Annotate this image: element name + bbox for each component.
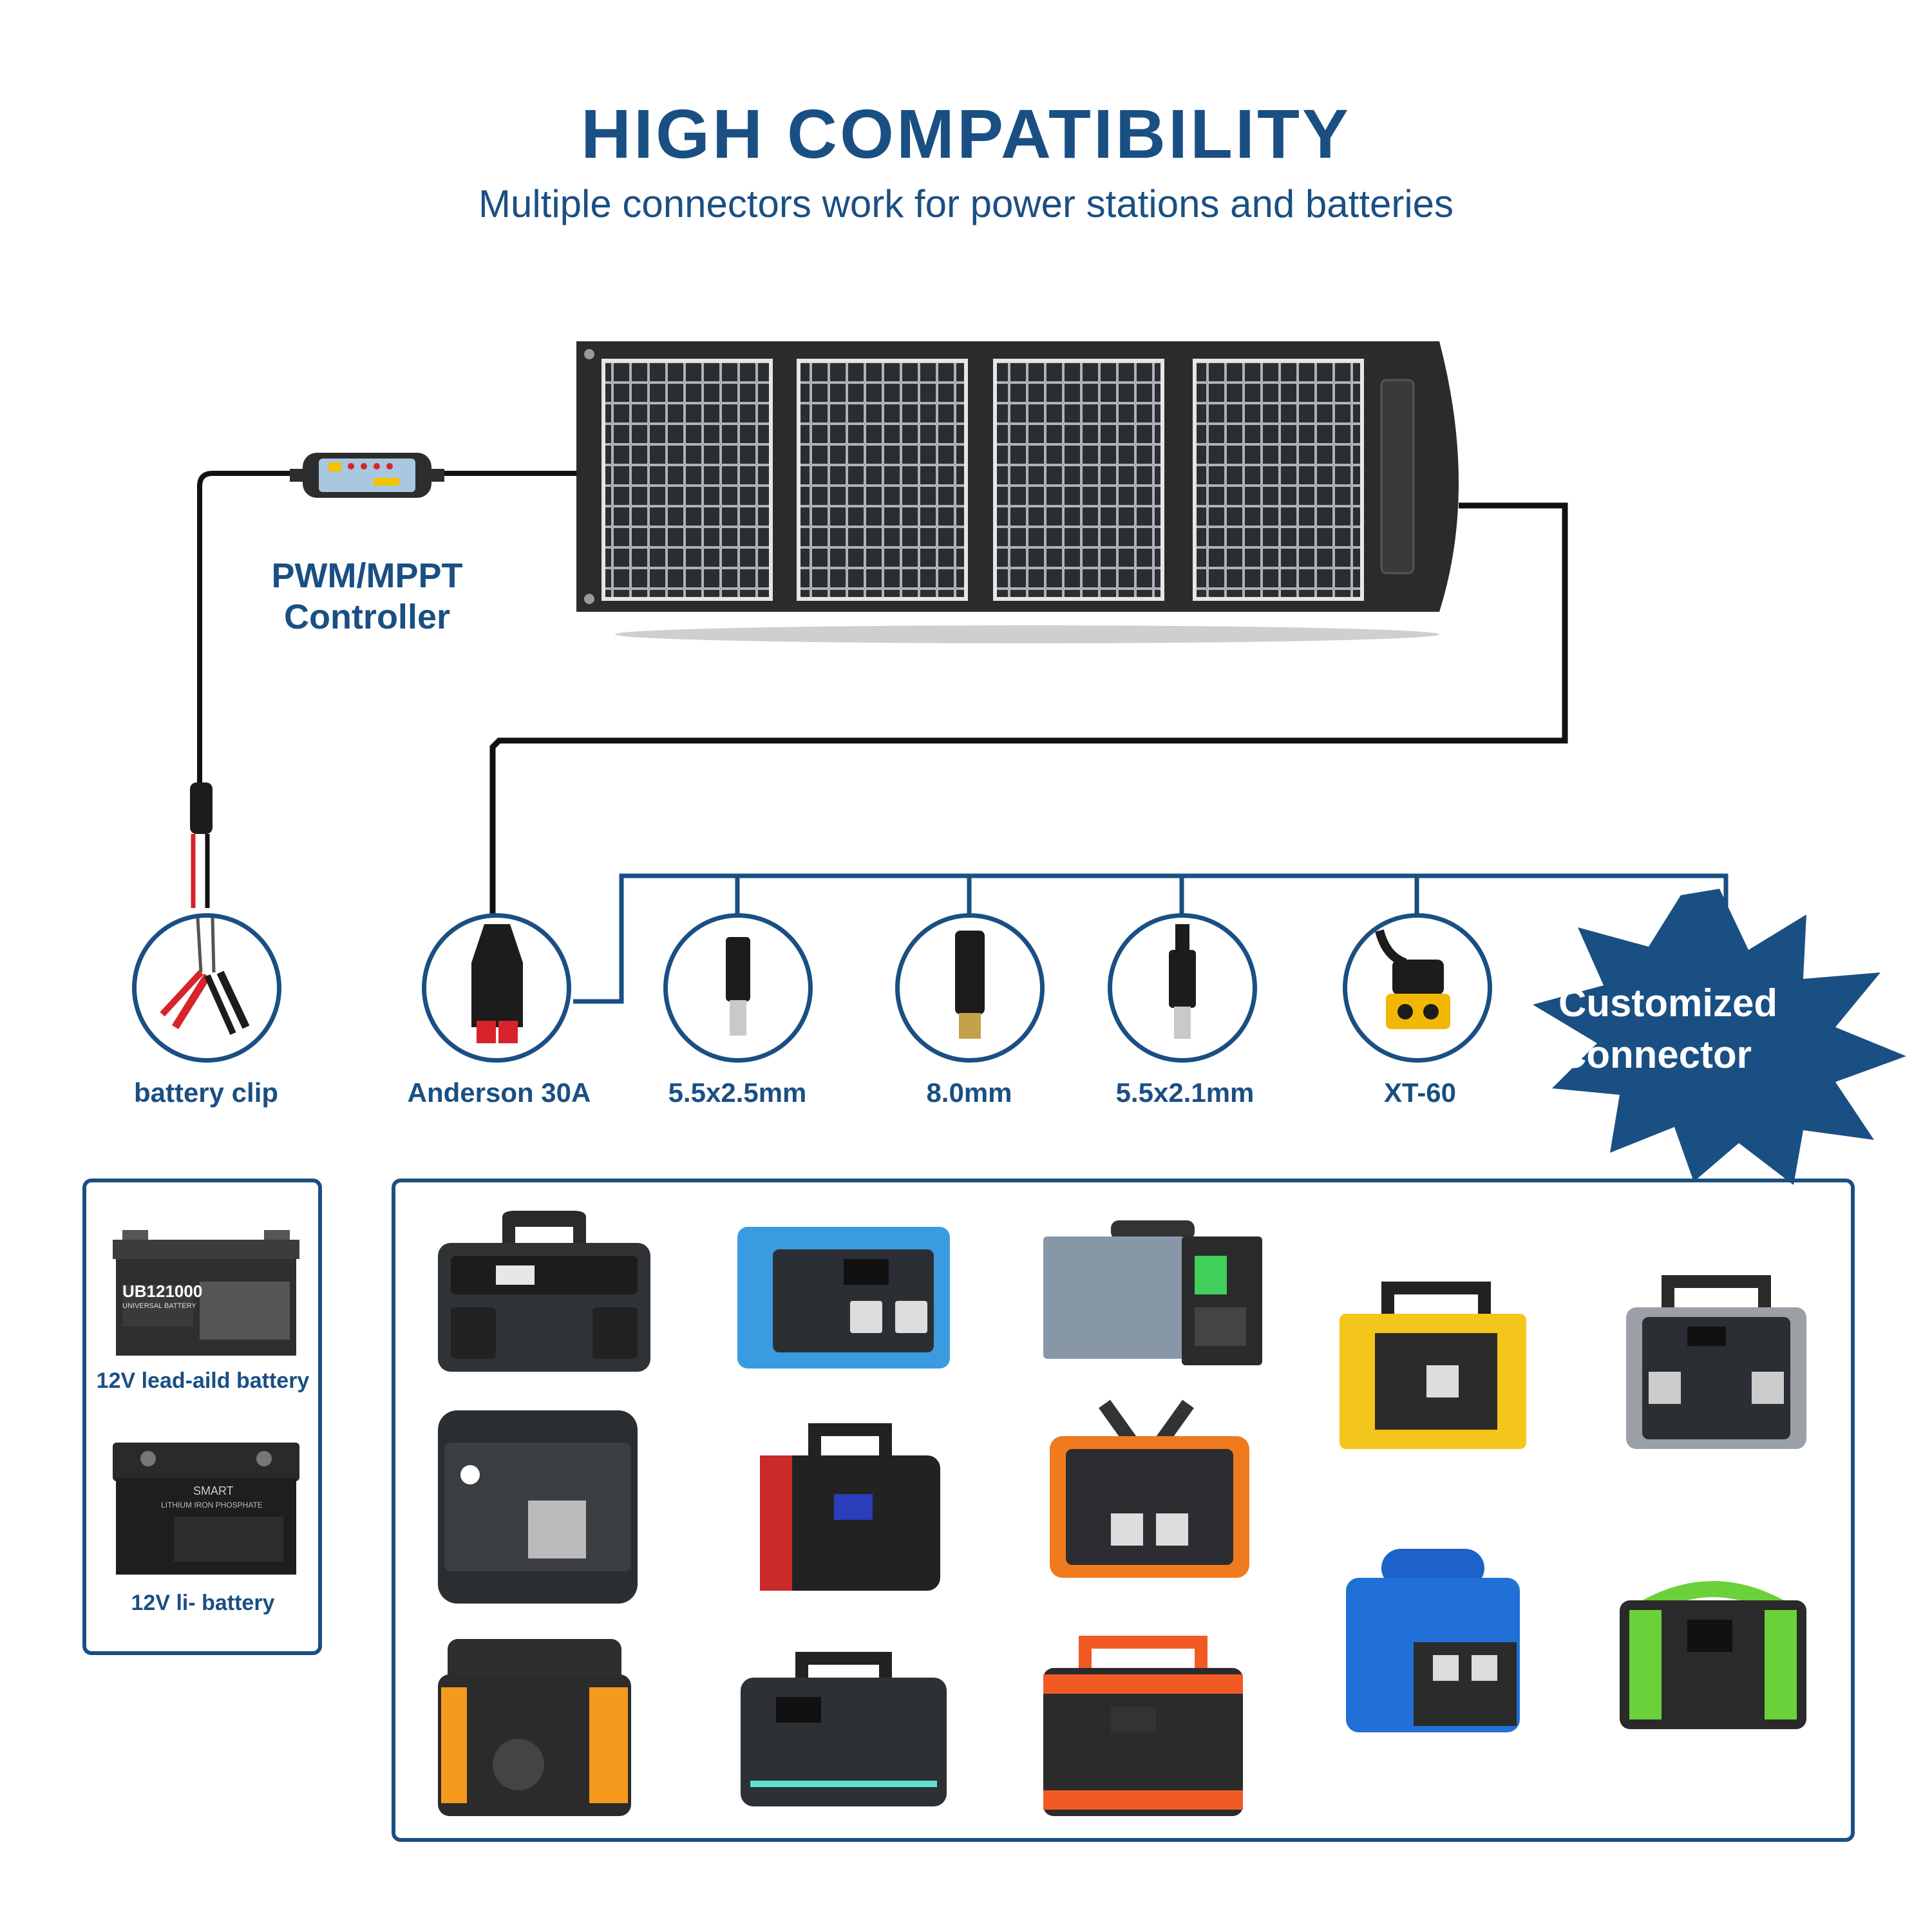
battery-label-lithium: 12V li- battery (131, 1591, 275, 1615)
page-title: HIGH COMPATIBILITY (581, 95, 1351, 173)
connector-label-8.0mm: 8.0mm (926, 1077, 1012, 1108)
power-station-image (431, 1404, 644, 1613)
dc-plug-icon-8.0mm (895, 913, 1045, 1063)
power-station-image (734, 1224, 953, 1381)
battery-label-lead-acid: 12V lead-aild battery (96, 1368, 310, 1393)
connector-label-5.5x2.5: 5.5x2.5mm (668, 1077, 807, 1108)
controller-label: PWM/MPPT Controller (225, 555, 509, 638)
power-station-image (435, 1636, 634, 1826)
lead-acid-battery-print: UB121000 (122, 1282, 203, 1301)
dc-plug-icon-5.5x2.5 (663, 913, 813, 1063)
customized-connector-badge (1533, 889, 1906, 1188)
power-stations-box (392, 1179, 1855, 1842)
battery-clip-icon (132, 913, 281, 1063)
connector-label-5.5x2.1: 5.5x2.1mm (1115, 1077, 1255, 1108)
lead-acid-battery-image (109, 1224, 303, 1362)
power-station-image (1336, 1269, 1536, 1459)
battery-box (82, 1179, 322, 1655)
pwm-mppt-controller (290, 450, 444, 504)
controller-label-line1: PWM/MPPT (271, 556, 463, 595)
xt60-plug-icon (1343, 913, 1492, 1063)
y-splitter (187, 782, 216, 840)
power-station-image (1040, 1217, 1265, 1381)
power-station-image (1343, 1546, 1523, 1742)
solar-panel (576, 341, 1478, 647)
customized-line1: Customized (1558, 981, 1778, 1025)
power-station-image (757, 1417, 943, 1600)
dc-plug-icon-5.5x2.1 (1108, 913, 1257, 1063)
lithium-battery-subprint: LITHIUM IRON PHOSPHATE (161, 1501, 263, 1510)
connector-label-xt60: XT-60 (1383, 1077, 1457, 1108)
customized-connector-label: Customized Connector (1558, 978, 1919, 1081)
lithium-battery-image (109, 1439, 303, 1584)
power-station-image (1046, 1397, 1253, 1587)
lead-acid-battery-subprint: UNIVERSAL BATTERY (122, 1302, 196, 1310)
lithium-battery-print: SMART (193, 1484, 234, 1497)
connector-label-battery-clip: battery clip (133, 1077, 279, 1108)
connector-label-anderson: Anderson 30A (407, 1077, 591, 1108)
power-station-image (1040, 1629, 1246, 1826)
controller-label-line2: Controller (283, 598, 450, 636)
power-station-image (1623, 1269, 1810, 1459)
power-station-image (431, 1211, 657, 1381)
power-station-image (737, 1645, 950, 1816)
power-station-image (1616, 1575, 1810, 1739)
customized-line2: Connector (1558, 1033, 1752, 1076)
page-subtitle: Multiple connectors work for power stati… (478, 182, 1454, 225)
anderson-plug-icon (422, 913, 571, 1063)
